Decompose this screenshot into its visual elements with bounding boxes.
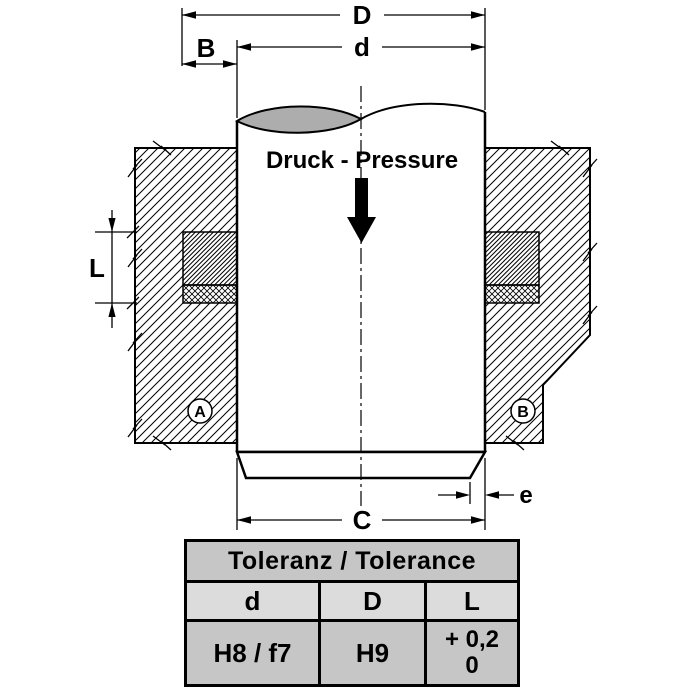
- dim-label-d: d: [354, 32, 370, 62]
- dimension-C: [236, 458, 486, 530]
- part-balloon-A: A: [187, 398, 213, 424]
- col-header-L: L: [464, 586, 480, 616]
- part-label-B: B: [517, 404, 529, 421]
- dim-label-e: e: [519, 482, 532, 509]
- tolerance-table-title: Toleranz / Tolerance: [187, 542, 517, 583]
- tolerance-value-L-lower: 0: [465, 652, 479, 679]
- dim-label-C: C: [353, 505, 372, 535]
- break-marks: [127, 140, 598, 451]
- dim-label-D: D: [353, 0, 372, 30]
- dimension-B: [182, 60, 237, 68]
- tolerance-value-L-upper: + 0,2: [444, 626, 500, 653]
- tolerance-table-header-row: d D L: [187, 583, 517, 622]
- tolerance-table-value-row: H8 / f7 H9 + 0,2 0: [187, 622, 517, 684]
- pressure-arrow-icon: [347, 178, 376, 243]
- dimension-e: [438, 482, 514, 504]
- pressure-label: Druck - Pressure: [266, 147, 458, 174]
- right-seal: [484, 231, 540, 304]
- dim-label-L: L: [89, 253, 105, 283]
- part-balloon-B: B: [510, 398, 536, 424]
- part-label-A: A: [194, 404, 206, 421]
- tolerance-value-L: + 0,2 0: [427, 622, 517, 684]
- dimension-d: [236, 40, 485, 118]
- tolerance-value-d: H8 / f7: [187, 622, 321, 684]
- left-seal: [182, 231, 238, 304]
- col-header-d: d: [187, 583, 321, 619]
- tolerance-table: Toleranz / Tolerance d D L H8 / f7 H9 + …: [184, 539, 520, 687]
- dimension-L: [95, 210, 140, 328]
- dimension-D: [181, 8, 486, 110]
- tolerance-value-D: H9: [321, 622, 427, 684]
- dim-label-B: B: [197, 33, 216, 63]
- col-header-D: D: [321, 583, 427, 619]
